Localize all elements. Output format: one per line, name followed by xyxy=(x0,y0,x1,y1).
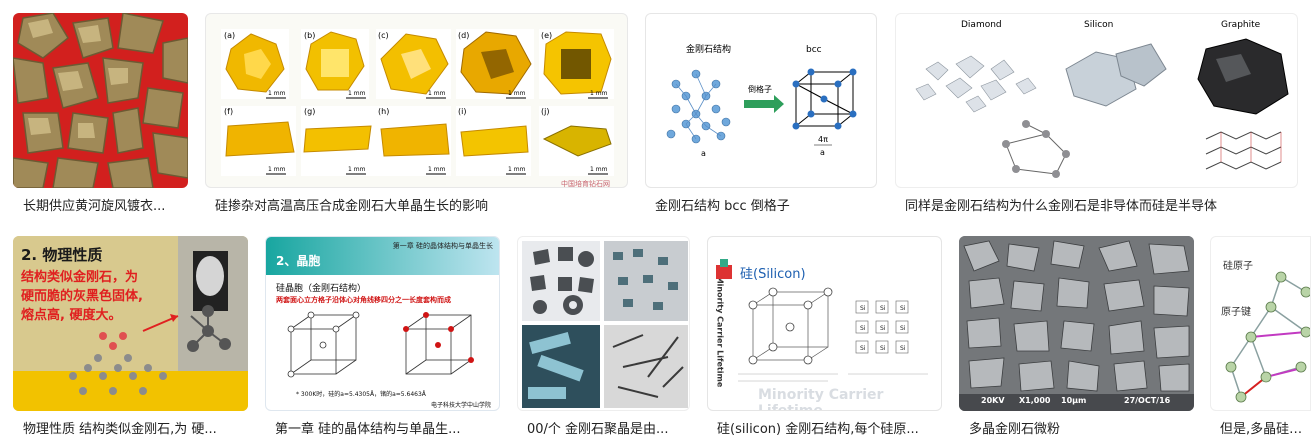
diamond-structure-label: 金刚石结构 xyxy=(686,43,731,55)
result-image-5[interactable]: 2. 物理性质 结构类似金刚石，为 硬而脆的灰黑色固体, 熔点高, 硬度大。 xyxy=(13,236,248,411)
scale-label-6: 1 mm xyxy=(268,166,286,173)
panel-label-f: (f) xyxy=(224,107,233,116)
sem-date: 27/OCT/16 xyxy=(1124,396,1171,405)
result-caption-10[interactable]: 但是,多晶硅不仅... xyxy=(1220,422,1311,437)
result-caption-5[interactable]: 物理性质 结构类似金刚石,为 硬... xyxy=(23,422,217,437)
result-tile-10[interactable]: 硅原子 原子键 但是,多晶硅不仅... xyxy=(1210,236,1311,441)
arrow-label: 倒格子 xyxy=(748,84,772,94)
slide-heading: 2. 物理性质 xyxy=(21,246,103,264)
result-caption-9[interactable]: 多晶金刚石微粉 xyxy=(969,422,1061,437)
scale-label-5: 1 mm xyxy=(590,90,608,97)
slide-school: 电子科技大学中山学院 xyxy=(430,402,491,409)
panel-label-c: (c) xyxy=(378,31,389,40)
result-tile-9[interactable]: 20KV X1,000 10μm 27/OCT/16 多晶金刚石微粉 xyxy=(959,236,1194,441)
slide-line-2: 硬而脆的灰黑色固体, xyxy=(21,289,143,304)
result-image-6[interactable]: 第一章 硅的晶体结构与单晶生长 2、晶胞 硅晶胞（金刚石结构） 两套面心立方格子… xyxy=(265,236,500,411)
panel-label-g: (g) xyxy=(304,107,315,116)
slide-title-silicon: 硅(Silicon) xyxy=(740,267,806,282)
result-tile-2[interactable]: (a) (b) (c) (d) (e) (f) xyxy=(205,13,628,218)
panel-label-b: (b) xyxy=(304,31,315,40)
si-node-8: Si xyxy=(880,345,886,352)
result-image-9[interactable]: 20KV X1,000 10μm 27/OCT/16 xyxy=(959,236,1194,411)
lattice-frac-num: 4π xyxy=(818,135,828,144)
label-diamond: Diamond xyxy=(961,20,1002,30)
scale-label-7: 1 mm xyxy=(348,166,366,173)
result-image-3[interactable]: 金刚石结构 bcc a 倒格子 xyxy=(645,13,877,188)
sem-voltage: 20KV xyxy=(981,396,1005,405)
result-tile-7[interactable]: 00/个 金刚石聚晶是由... xyxy=(517,236,690,441)
si-node-1: Si xyxy=(860,305,866,312)
result-caption-2[interactable]: 硅掺杂对高温高压合成金刚石大单晶生长的影响 xyxy=(215,199,489,214)
si-node-9: Si xyxy=(900,345,906,352)
bcc-label: bcc xyxy=(806,45,822,55)
result-image-4[interactable]: Diamond Silicon Graphite xyxy=(895,13,1298,188)
label-graphite: Graphite xyxy=(1221,20,1261,30)
slide-line-1: 结构类似金刚石，为 xyxy=(21,270,139,285)
slide-desc: 两套面心立方格子沿体心对角线移四分之一长度套构而成 xyxy=(276,296,451,304)
scale-label-1: 1 mm xyxy=(268,90,286,97)
scale-label-2: 1 mm xyxy=(348,90,366,97)
panel-label-e: (e) xyxy=(541,31,552,40)
scale-label-9: 1 mm xyxy=(508,166,526,173)
result-tile-3[interactable]: 金刚石结构 bcc a 倒格子 xyxy=(645,13,877,218)
slide-line-3: 熔点高, 硬度大。 xyxy=(21,308,122,323)
logo-icon xyxy=(716,265,732,279)
result-image-7[interactable] xyxy=(517,236,690,411)
scale-label-3: 1 mm xyxy=(428,90,446,97)
result-image-10[interactable]: 硅原子 原子键 xyxy=(1210,236,1311,411)
panel-label-d: (d) xyxy=(458,31,469,40)
result-tile-8[interactable]: 硅(Silicon) Minority Carrier Lifetime Si … xyxy=(707,236,942,441)
scale-label-10: 1 mm xyxy=(590,166,608,173)
sem-magnification: X1,000 xyxy=(1019,396,1051,405)
panel-label-h: (h) xyxy=(378,107,389,116)
slide-section: 2、晶胞 xyxy=(276,254,321,268)
panel-label-i: (i) xyxy=(458,107,466,116)
result-caption-6[interactable]: 第一章 硅的晶体结构与单晶生... xyxy=(275,422,461,437)
result-caption-7[interactable]: 00/个 金刚石聚晶是由... xyxy=(527,422,669,437)
result-caption-1[interactable]: 长期供应黄河旋风镀衣... xyxy=(23,199,166,214)
sem-scale: 10μm xyxy=(1061,396,1087,405)
scale-label-8: 1 mm xyxy=(428,166,446,173)
si-node-4: Si xyxy=(860,325,866,332)
result-image-1[interactable] xyxy=(13,13,188,188)
result-tile-1[interactable]: 长期供应黄河旋风镀衣... xyxy=(13,13,188,218)
si-node-2: Si xyxy=(880,305,886,312)
panel-label-j: (j) xyxy=(541,107,549,116)
watermark: 中国培育钻石网 xyxy=(561,179,610,188)
reciprocal-arrow-icon xyxy=(744,95,784,113)
result-image-8[interactable]: 硅(Silicon) Minority Carrier Lifetime Si … xyxy=(707,236,942,411)
panel-label-a: (a) xyxy=(224,31,235,40)
result-tile-6[interactable]: 第一章 硅的晶体结构与单晶生长 2、晶胞 硅晶胞（金刚石结构） 两套面心立方格子… xyxy=(265,236,500,441)
result-caption-8[interactable]: 硅(silicon) 金刚石结构,每个硅原... xyxy=(717,422,919,437)
result-image-2[interactable]: (a) (b) (c) (d) (e) (f) xyxy=(205,13,628,188)
si-node-5: Si xyxy=(880,325,886,332)
lattice-frac-den: a xyxy=(820,148,825,157)
slide-subtitle: 硅晶胞（金刚石结构） xyxy=(276,284,367,294)
si-node-7: Si xyxy=(860,345,866,352)
scale-label-4: 1 mm xyxy=(508,90,526,97)
lattice-a-left: a xyxy=(701,149,706,158)
si-node-3: Si xyxy=(900,305,906,312)
label-silicon: Silicon xyxy=(1084,20,1113,30)
result-caption-3[interactable]: 金刚石结构 bcc 倒格子 xyxy=(655,199,790,214)
result-caption-4[interactable]: 同样是金刚石结构为什么金刚石是非导体而硅是半导体 xyxy=(905,199,1218,214)
result-tile-4[interactable]: Diamond Silicon Graphite xyxy=(895,13,1298,218)
slide-note: * 300K时，硅的a=5.4305Å，锗的a=5.6463Å xyxy=(296,391,426,398)
label-silicon-atom: 硅原子 xyxy=(1223,261,1253,272)
slide-footer: Minority Carrier Lifetime xyxy=(758,387,884,411)
si-node-6: Si xyxy=(900,325,906,332)
slide-chapter: 第一章 硅的晶体结构与单晶生长 xyxy=(392,242,493,250)
result-tile-5[interactable]: 2. 物理性质 结构类似金刚石，为 硬而脆的灰黑色固体, 熔点高, 硬度大。 物… xyxy=(13,236,248,441)
label-atomic-bond: 原子键 xyxy=(1221,307,1251,318)
